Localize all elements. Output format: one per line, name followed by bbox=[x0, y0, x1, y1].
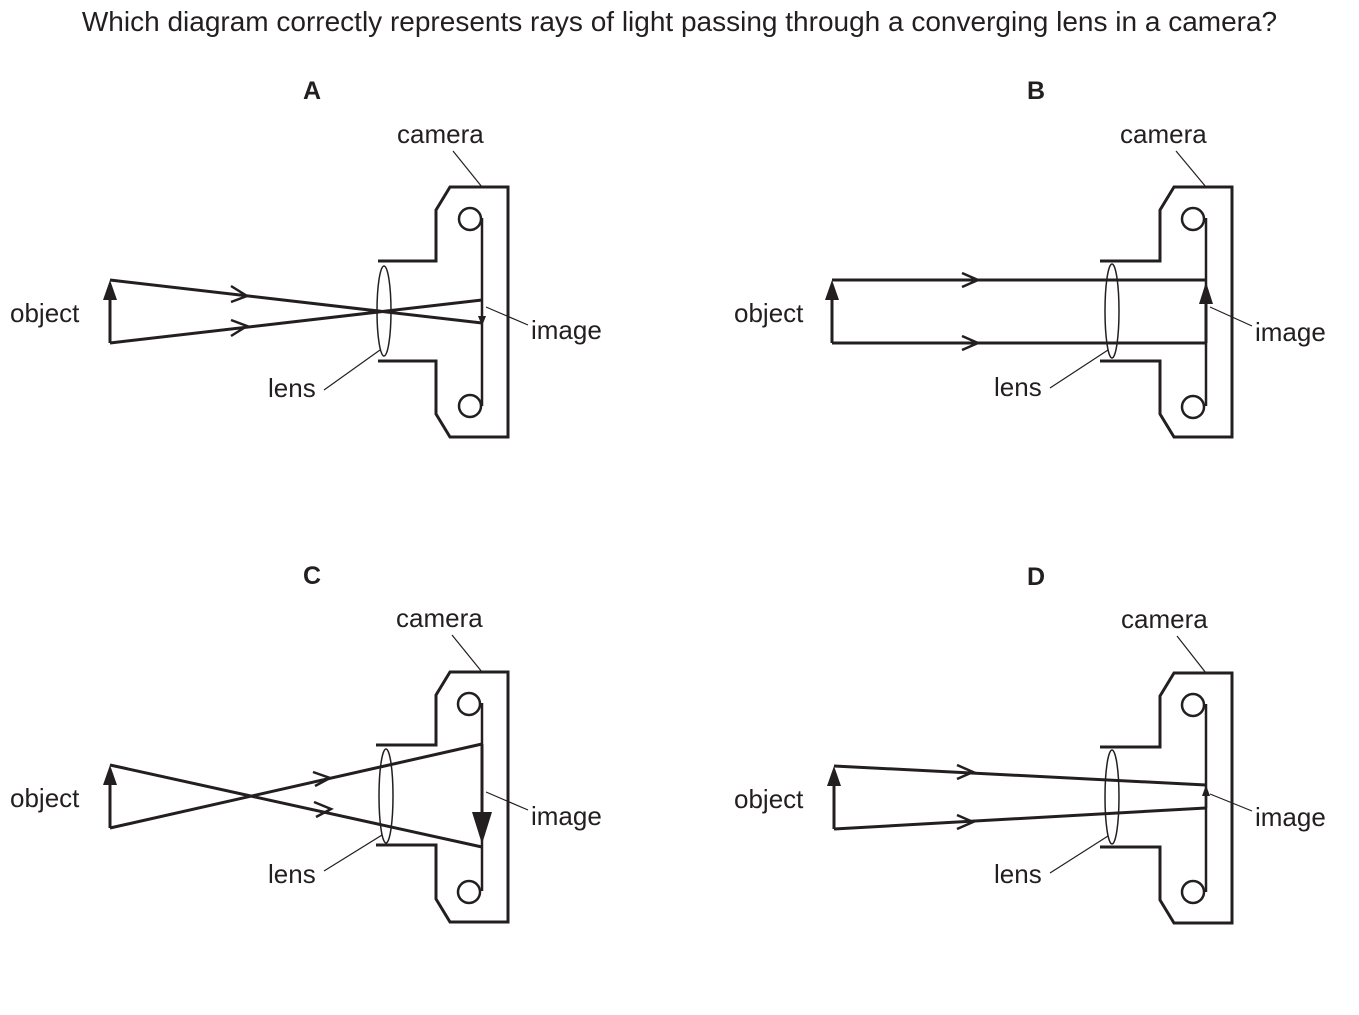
image-label: image bbox=[1255, 317, 1326, 347]
ray-direction-arrow bbox=[956, 813, 977, 831]
film-spool-top bbox=[1180, 206, 1206, 232]
lens-leader-line bbox=[1049, 349, 1109, 389]
image-label: image bbox=[531, 315, 602, 345]
object-arrowhead bbox=[103, 765, 117, 785]
ray-direction-arrow bbox=[230, 284, 250, 304]
lens-label: lens bbox=[994, 859, 1042, 889]
ray-bottom bbox=[833, 806, 1207, 831]
film-spool-bottom bbox=[1180, 879, 1206, 905]
object-arrowhead bbox=[827, 766, 841, 786]
camera-label: camera bbox=[1120, 119, 1207, 149]
ray-direction-arrow bbox=[230, 318, 250, 338]
film-spool-top bbox=[457, 206, 483, 232]
object-arrowhead bbox=[825, 280, 839, 300]
ray-top bbox=[109, 278, 483, 325]
image-leader-line bbox=[485, 306, 529, 326]
lens-label: lens bbox=[994, 372, 1042, 402]
lens-leader-line bbox=[1049, 835, 1109, 874]
diagram-a: A camera object image lens bbox=[10, 77, 602, 439]
option-letter: A bbox=[303, 77, 321, 105]
film-spool-bottom bbox=[456, 879, 482, 905]
object-label: object bbox=[10, 298, 80, 328]
lens-leader-line bbox=[323, 349, 381, 391]
diagram-d: D camera object image lens bbox=[734, 563, 1326, 925]
camera-body bbox=[376, 670, 510, 924]
object-label: object bbox=[10, 783, 80, 813]
ray-bottom bbox=[109, 742, 483, 830]
film-spool-bottom bbox=[1180, 394, 1206, 420]
lens-label: lens bbox=[268, 373, 316, 403]
ray-top bbox=[833, 764, 1207, 787]
lens bbox=[1104, 263, 1120, 359]
ray-direction-arrow bbox=[313, 800, 334, 819]
image-arrowhead bbox=[472, 812, 492, 844]
diagram-b: B camera object image lens bbox=[734, 77, 1326, 439]
ray-bottom bbox=[109, 298, 483, 345]
diagram-c: C camera object image lens bbox=[10, 562, 602, 924]
ray-direction-arrow bbox=[312, 770, 334, 788]
camera-label: camera bbox=[397, 119, 484, 149]
object-label: object bbox=[734, 784, 804, 814]
lens bbox=[378, 748, 394, 844]
ray-direction-arrow bbox=[961, 334, 982, 352]
film-spool-bottom bbox=[457, 393, 483, 419]
image-arrowhead bbox=[478, 316, 486, 326]
image-arrowhead bbox=[1199, 282, 1213, 304]
camera-leader-line bbox=[452, 150, 483, 188]
lens-leader-line bbox=[323, 834, 383, 872]
object-arrowhead bbox=[103, 280, 117, 300]
image-label: image bbox=[531, 801, 602, 831]
option-letter: C bbox=[303, 562, 321, 590]
question-text: Which diagram correctly represents rays … bbox=[81, 6, 1278, 37]
image-arrowhead bbox=[1202, 785, 1210, 796]
camera-body bbox=[1100, 671, 1234, 925]
option-a: A camera object image lens bbox=[0, 60, 680, 530]
film-spool-top bbox=[456, 691, 482, 717]
camera-body bbox=[378, 185, 510, 439]
camera-leader-line bbox=[451, 634, 483, 673]
camera-label: camera bbox=[1121, 604, 1208, 634]
ray-top bbox=[109, 763, 483, 849]
option-d: D camera object image lens bbox=[724, 545, 1359, 1015]
option-b: B camera object image lens bbox=[724, 60, 1359, 530]
film-spool-top bbox=[1180, 692, 1206, 718]
image-label: image bbox=[1255, 802, 1326, 832]
image-leader-line bbox=[1209, 793, 1253, 812]
option-letter: B bbox=[1027, 77, 1045, 105]
image-leader-line bbox=[485, 791, 529, 811]
lens bbox=[1104, 749, 1120, 845]
option-letter: D bbox=[1027, 563, 1045, 591]
camera-leader-line bbox=[1176, 635, 1207, 674]
object-label: object bbox=[734, 298, 804, 328]
lens-label: lens bbox=[268, 859, 316, 889]
ray-direction-arrow bbox=[961, 271, 982, 289]
camera-label: camera bbox=[396, 603, 483, 633]
camera-leader-line bbox=[1175, 150, 1207, 188]
camera-body bbox=[1100, 185, 1234, 439]
option-c: C camera object image lens bbox=[0, 545, 680, 1015]
image-leader-line bbox=[1209, 306, 1253, 327]
ray-direction-arrow bbox=[956, 763, 977, 781]
